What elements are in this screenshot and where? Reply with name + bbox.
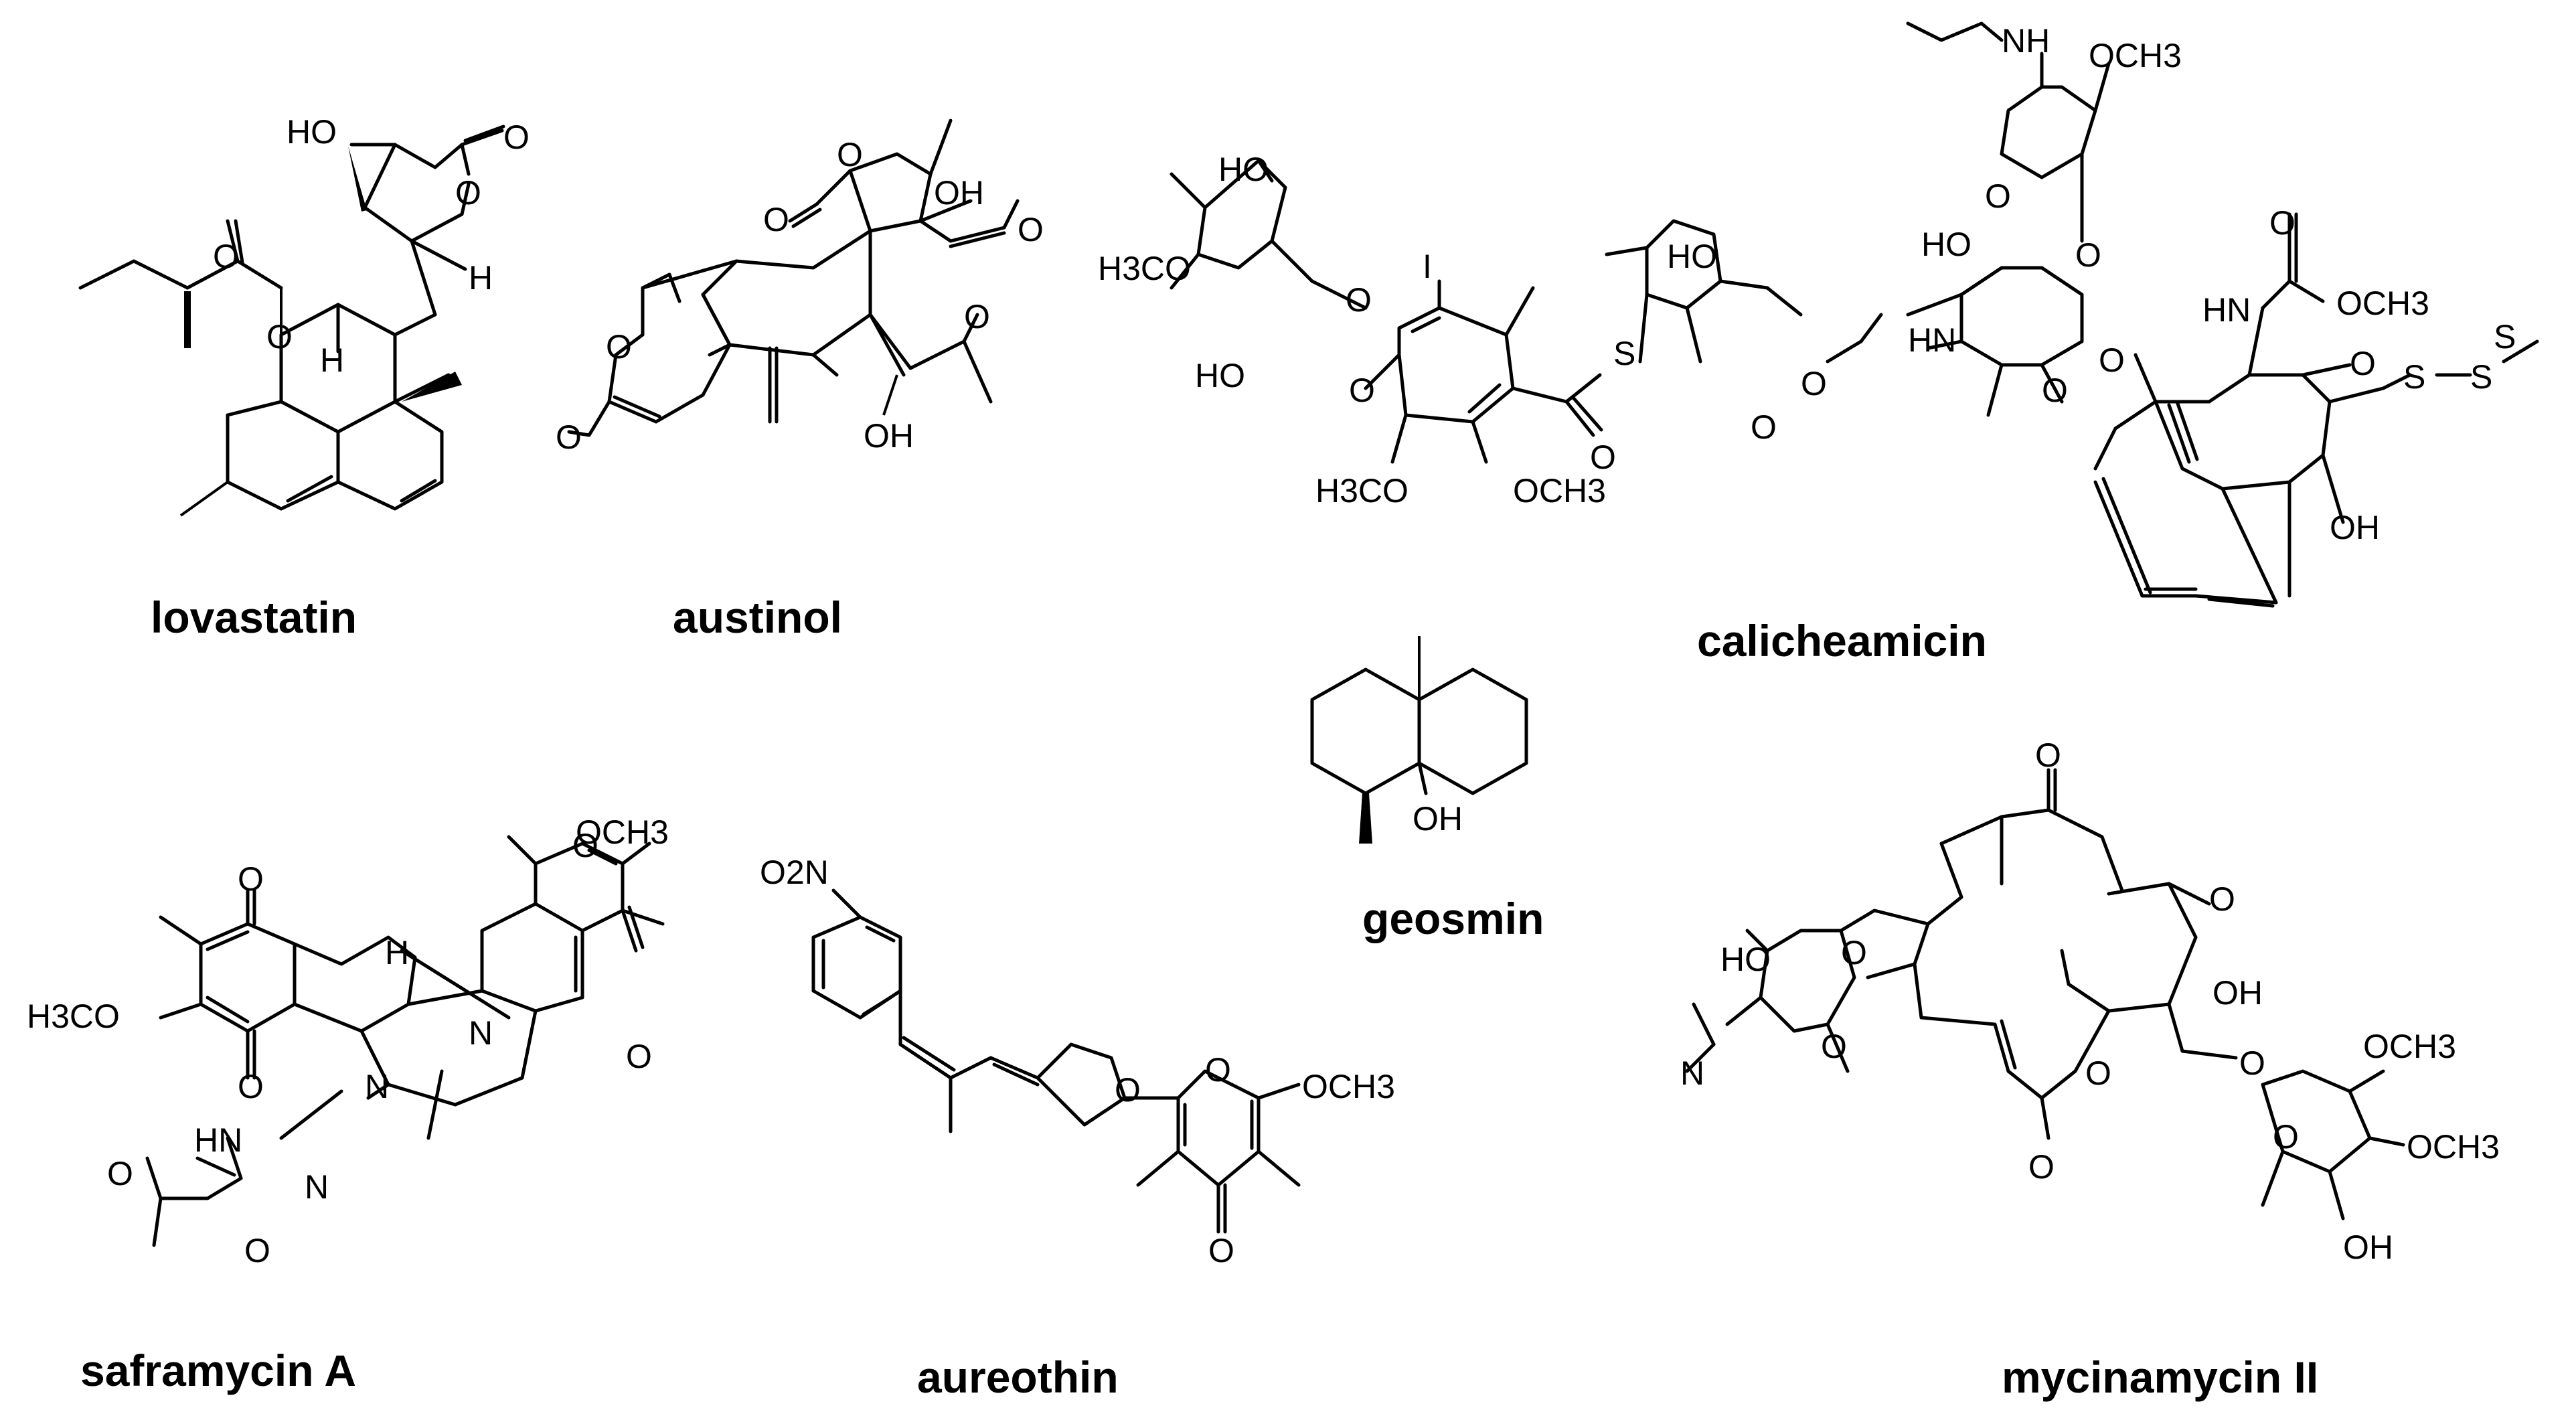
- lovastatin-ring-o-label: O: [455, 174, 481, 212]
- calicheamicin-oh-label: OH: [2330, 509, 2380, 546]
- calicheamicin-link-o3-label: O: [2099, 341, 2125, 379]
- mycinamycin-oh2-label: OH: [2343, 1229, 2393, 1266]
- austinol-o6-label: O: [556, 418, 582, 456]
- mycinamycin-ring1-o-label: O: [1821, 1028, 1847, 1065]
- lovastatin-structure: HO O O H O O H: [78, 113, 530, 517]
- aureothin-structure: O2N O O OCH3 O: [760, 854, 1395, 1269]
- calicheamicin-ring1-o-label: O: [1346, 281, 1372, 319]
- mycinamycin-och3-1-label: OCH3: [2363, 1028, 2456, 1065]
- calicheamicin-ho3-label: HO: [1195, 357, 1245, 394]
- lovastatin-ring-h2-label: H: [320, 341, 344, 379]
- calicheamicin-hn-label: HN: [1908, 321, 1956, 359]
- calicheamicin-ho5-label: HO: [1921, 226, 1971, 263]
- saframycin-a-structure: O O OCH3 H3CO O H N N O HN N O O: [27, 813, 669, 1269]
- austinol-caption: austinol: [673, 592, 842, 642]
- saframycin-hn-label: HN: [194, 1121, 242, 1159]
- mycinamycin-glycosidic-o1-label: O: [1841, 934, 1867, 971]
- saframycin-caption: saframycin A: [80, 1346, 356, 1395]
- calicheamicin-caption: calicheamicin: [1697, 616, 1987, 665]
- saframycin-h-label: H: [385, 934, 409, 971]
- mycinamycin-oh-label: OH: [2212, 974, 2263, 1012]
- mycinamycin-nme2-label: N: [1680, 1054, 1704, 1092]
- mycinamycin-ring2-o-label: O: [2273, 1118, 2299, 1156]
- calicheamicin-ketone-o-label: O: [2350, 345, 2376, 382]
- calicheamicin-ho4-label: HO: [1667, 238, 1717, 275]
- saframycin-och3-label: OCH3: [576, 813, 669, 851]
- calicheamicin-s4-label: S: [2494, 318, 2516, 356]
- mycinamycin-ho-label: HO: [1720, 941, 1771, 978]
- calicheamicin-och3-2-label: OCH3: [1513, 472, 1606, 509]
- austinol-structure: O O OH O O O O OH: [556, 118, 1044, 456]
- calicheamicin-link-o-label: O: [2075, 236, 2101, 274]
- calicheamicin-och3-top-label: OCH3: [2089, 37, 2182, 74]
- austinol-o2-label: O: [763, 201, 789, 238]
- calicheamicin-h3co1-label: H3CO: [1098, 250, 1191, 287]
- mycinamycin-caption: mycinamycin II: [2002, 1352, 2318, 1402]
- saframycin-n2-label: N: [469, 1014, 493, 1052]
- calicheamicin-hn2-label: HN: [2202, 291, 2251, 329]
- aureothin-keto-o-label: O: [1208, 1232, 1234, 1269]
- austinol-oh2-label: OH: [864, 417, 914, 455]
- saframycin-o2-label: O: [572, 827, 598, 864]
- mycinamycin-och3-2-label: OCH3: [2407, 1128, 2500, 1166]
- calicheamicin-s1-label: S: [1613, 335, 1635, 372]
- lovastatin-carbonyl-o-label: O: [503, 118, 530, 156]
- lovastatin-caption: lovastatin: [151, 592, 357, 642]
- calicheamicin-thioester-o-label: O: [1590, 439, 1616, 476]
- saframycin-h3co-label: H3CO: [27, 998, 120, 1035]
- aureothin-ring-o-label: O: [1115, 1071, 1141, 1109]
- austinol-o3-label: O: [1018, 211, 1044, 248]
- calicheamicin-s2-label: S: [2403, 358, 2425, 396]
- austinol-oh1-label: OH: [934, 174, 984, 212]
- lovastatin-ester-carbonyl-o-label: O: [213, 238, 239, 275]
- austinol-o4-label: O: [964, 298, 990, 335]
- lovastatin-ester-o-label: O: [266, 318, 293, 356]
- austinol-o1-label: O: [837, 136, 863, 173]
- aureothin-pyrone-o-label: O: [1205, 1051, 1231, 1089]
- mycinamycin-lactone-o-label: O: [2085, 1054, 2111, 1092]
- saframycin-o4-label: O: [626, 1038, 652, 1075]
- lovastatin-ho-label: HO: [287, 113, 337, 151]
- aureothin-o2n-label: O2N: [760, 854, 829, 891]
- aureothin-caption: aureothin: [917, 1352, 1119, 1402]
- aureothin-och3-label: OCH3: [1302, 1068, 1395, 1105]
- saframycin-o1-label: O: [238, 860, 264, 898]
- saframycin-o5-label: O: [107, 1155, 133, 1192]
- austinol-o5-label: O: [606, 328, 632, 366]
- calicheamicin-h3co2-label: H3CO: [1315, 472, 1408, 509]
- calicheamicin-ho1-label: HO: [1218, 151, 1269, 188]
- geosmin-structure: OH: [1310, 636, 1528, 844]
- calicheamicin-structure: NH OCH3 O O HO O O HN O HO O S O I H3CO …: [1098, 21, 2539, 608]
- saframycin-cn-n-label: N: [305, 1168, 329, 1206]
- calicheamicin-carbamate-o-label: O: [2269, 204, 2296, 242]
- saframycin-o3-label: O: [238, 1068, 264, 1105]
- calicheamicin-och3-3-label: OCH3: [2336, 285, 2429, 322]
- calicheamicin-iodine-label: I: [1423, 248, 1432, 285]
- mycinamycin-glycosidic-o2-label: O: [2239, 1044, 2265, 1082]
- mycinamycin-ketone-o-label: O: [2035, 736, 2061, 774]
- mycinamycin-epoxide-o-label: O: [2209, 880, 2235, 918]
- calicheamicin-link-o1-label: O: [1349, 372, 1375, 409]
- mycinamycin-ii-structure: O O HO O O OH N O O O OCH3 O OCH3 OH: [1680, 736, 2500, 1266]
- lovastatin-ring-h-label: H: [469, 259, 493, 297]
- calicheamicin-ring2-o-label: O: [1751, 408, 1777, 446]
- saframycin-o6-label: O: [244, 1232, 270, 1269]
- calicheamicin-s3-label: S: [2470, 358, 2492, 396]
- calicheamicin-sugar-top-o-label: O: [1985, 177, 2011, 215]
- saframycin-n1-label: N: [365, 1068, 389, 1105]
- calicheamicin-link-o4-label: O: [1801, 365, 1827, 402]
- geosmin-oh-label: OH: [1413, 800, 1463, 838]
- calicheamicin-nh-label: NH: [2002, 22, 2050, 60]
- geosmin-caption: geosmin: [1362, 894, 1544, 943]
- mycinamycin-lactone-carbonyl-o-label: O: [2028, 1148, 2055, 1186]
- calicheamicin-ring3-o-label: O: [2042, 372, 2068, 409]
